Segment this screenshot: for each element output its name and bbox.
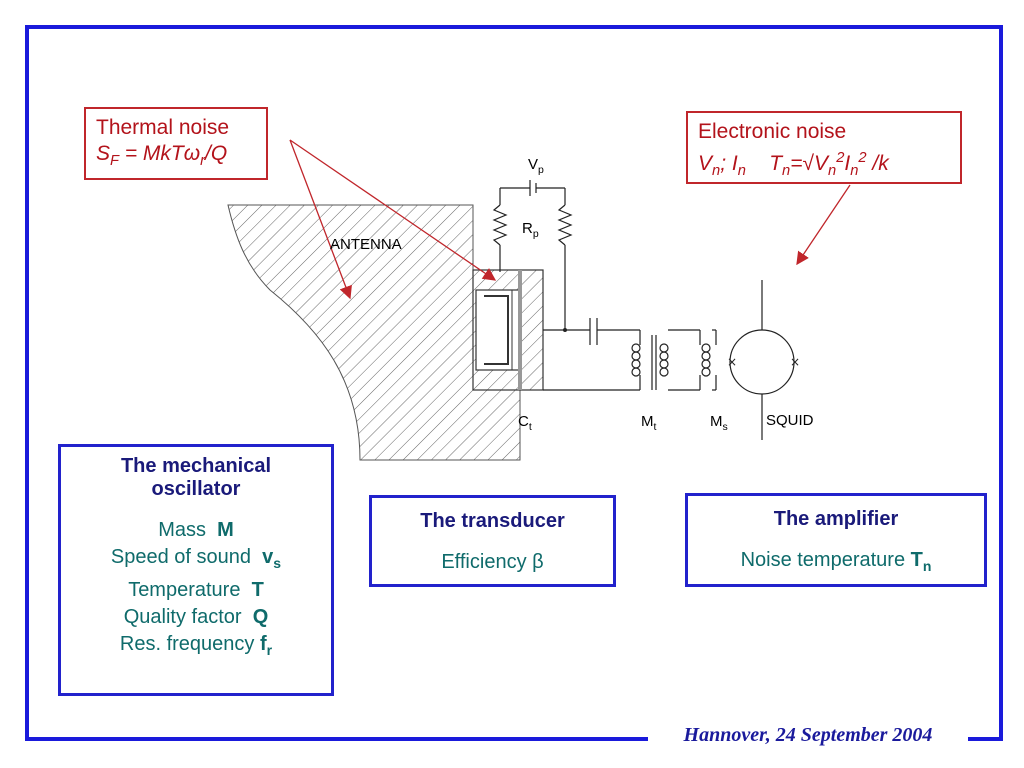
temperature-item: Temperature T [128, 579, 264, 601]
noise-temperature-item: Noise temperature Tn [740, 549, 932, 574]
electronic-noise-formula: Vn; In Tn=√Vn2In2 /k [698, 150, 889, 180]
mechanical-title-line1: The mechanical [120, 455, 272, 477]
footer-text: Hannover, 24 September 2004 [683, 724, 933, 746]
vp-label: Vp [528, 156, 544, 176]
footer-mask [648, 722, 968, 752]
mass-item: Mass M [158, 519, 234, 541]
amplifier-box: The amplifier Noise temperature Tn [685, 493, 987, 587]
thermal-noise-box: Thermal noise SF = MkTωr/Q [84, 107, 268, 180]
thermal-noise-formula: SF = MkTωr/Q [96, 142, 228, 170]
electronic-noise-title: Electronic noise [698, 120, 847, 143]
transducer-box: The transducer Efficiency β [369, 495, 616, 587]
thermal-noise-title: Thermal noise [96, 116, 230, 139]
mechanical-title-line2: oscillator [151, 478, 241, 500]
squid-label: SQUID [766, 412, 814, 429]
svg-text:×: × [790, 355, 800, 369]
svg-text:×: × [727, 355, 737, 369]
mechanical-oscillator-box: The mechanical oscillator Mass M Speed o… [58, 444, 334, 696]
slide-frame [25, 25, 1003, 741]
efficiency-item: Efficiency β [441, 551, 544, 573]
ct-label: Ct [518, 413, 532, 433]
rp-label: Rp [522, 220, 539, 240]
speed-of-sound-item: Speed of sound vs [110, 546, 282, 571]
res-frequency-item: Res. frequency fr [119, 633, 273, 658]
ms-label: Ms [710, 413, 728, 433]
amplifier-title: The amplifier [773, 508, 899, 530]
antenna-body [227, 204, 521, 461]
quality-factor-item: Quality factor Q [123, 606, 269, 628]
transducer-title: The transducer [420, 510, 565, 532]
mt-label: Mt [641, 413, 657, 433]
antenna-label: ANTENNA [330, 236, 402, 253]
electronic-noise-box: Electronic noise Vn; In Tn=√Vn2In2 /k [686, 111, 962, 184]
